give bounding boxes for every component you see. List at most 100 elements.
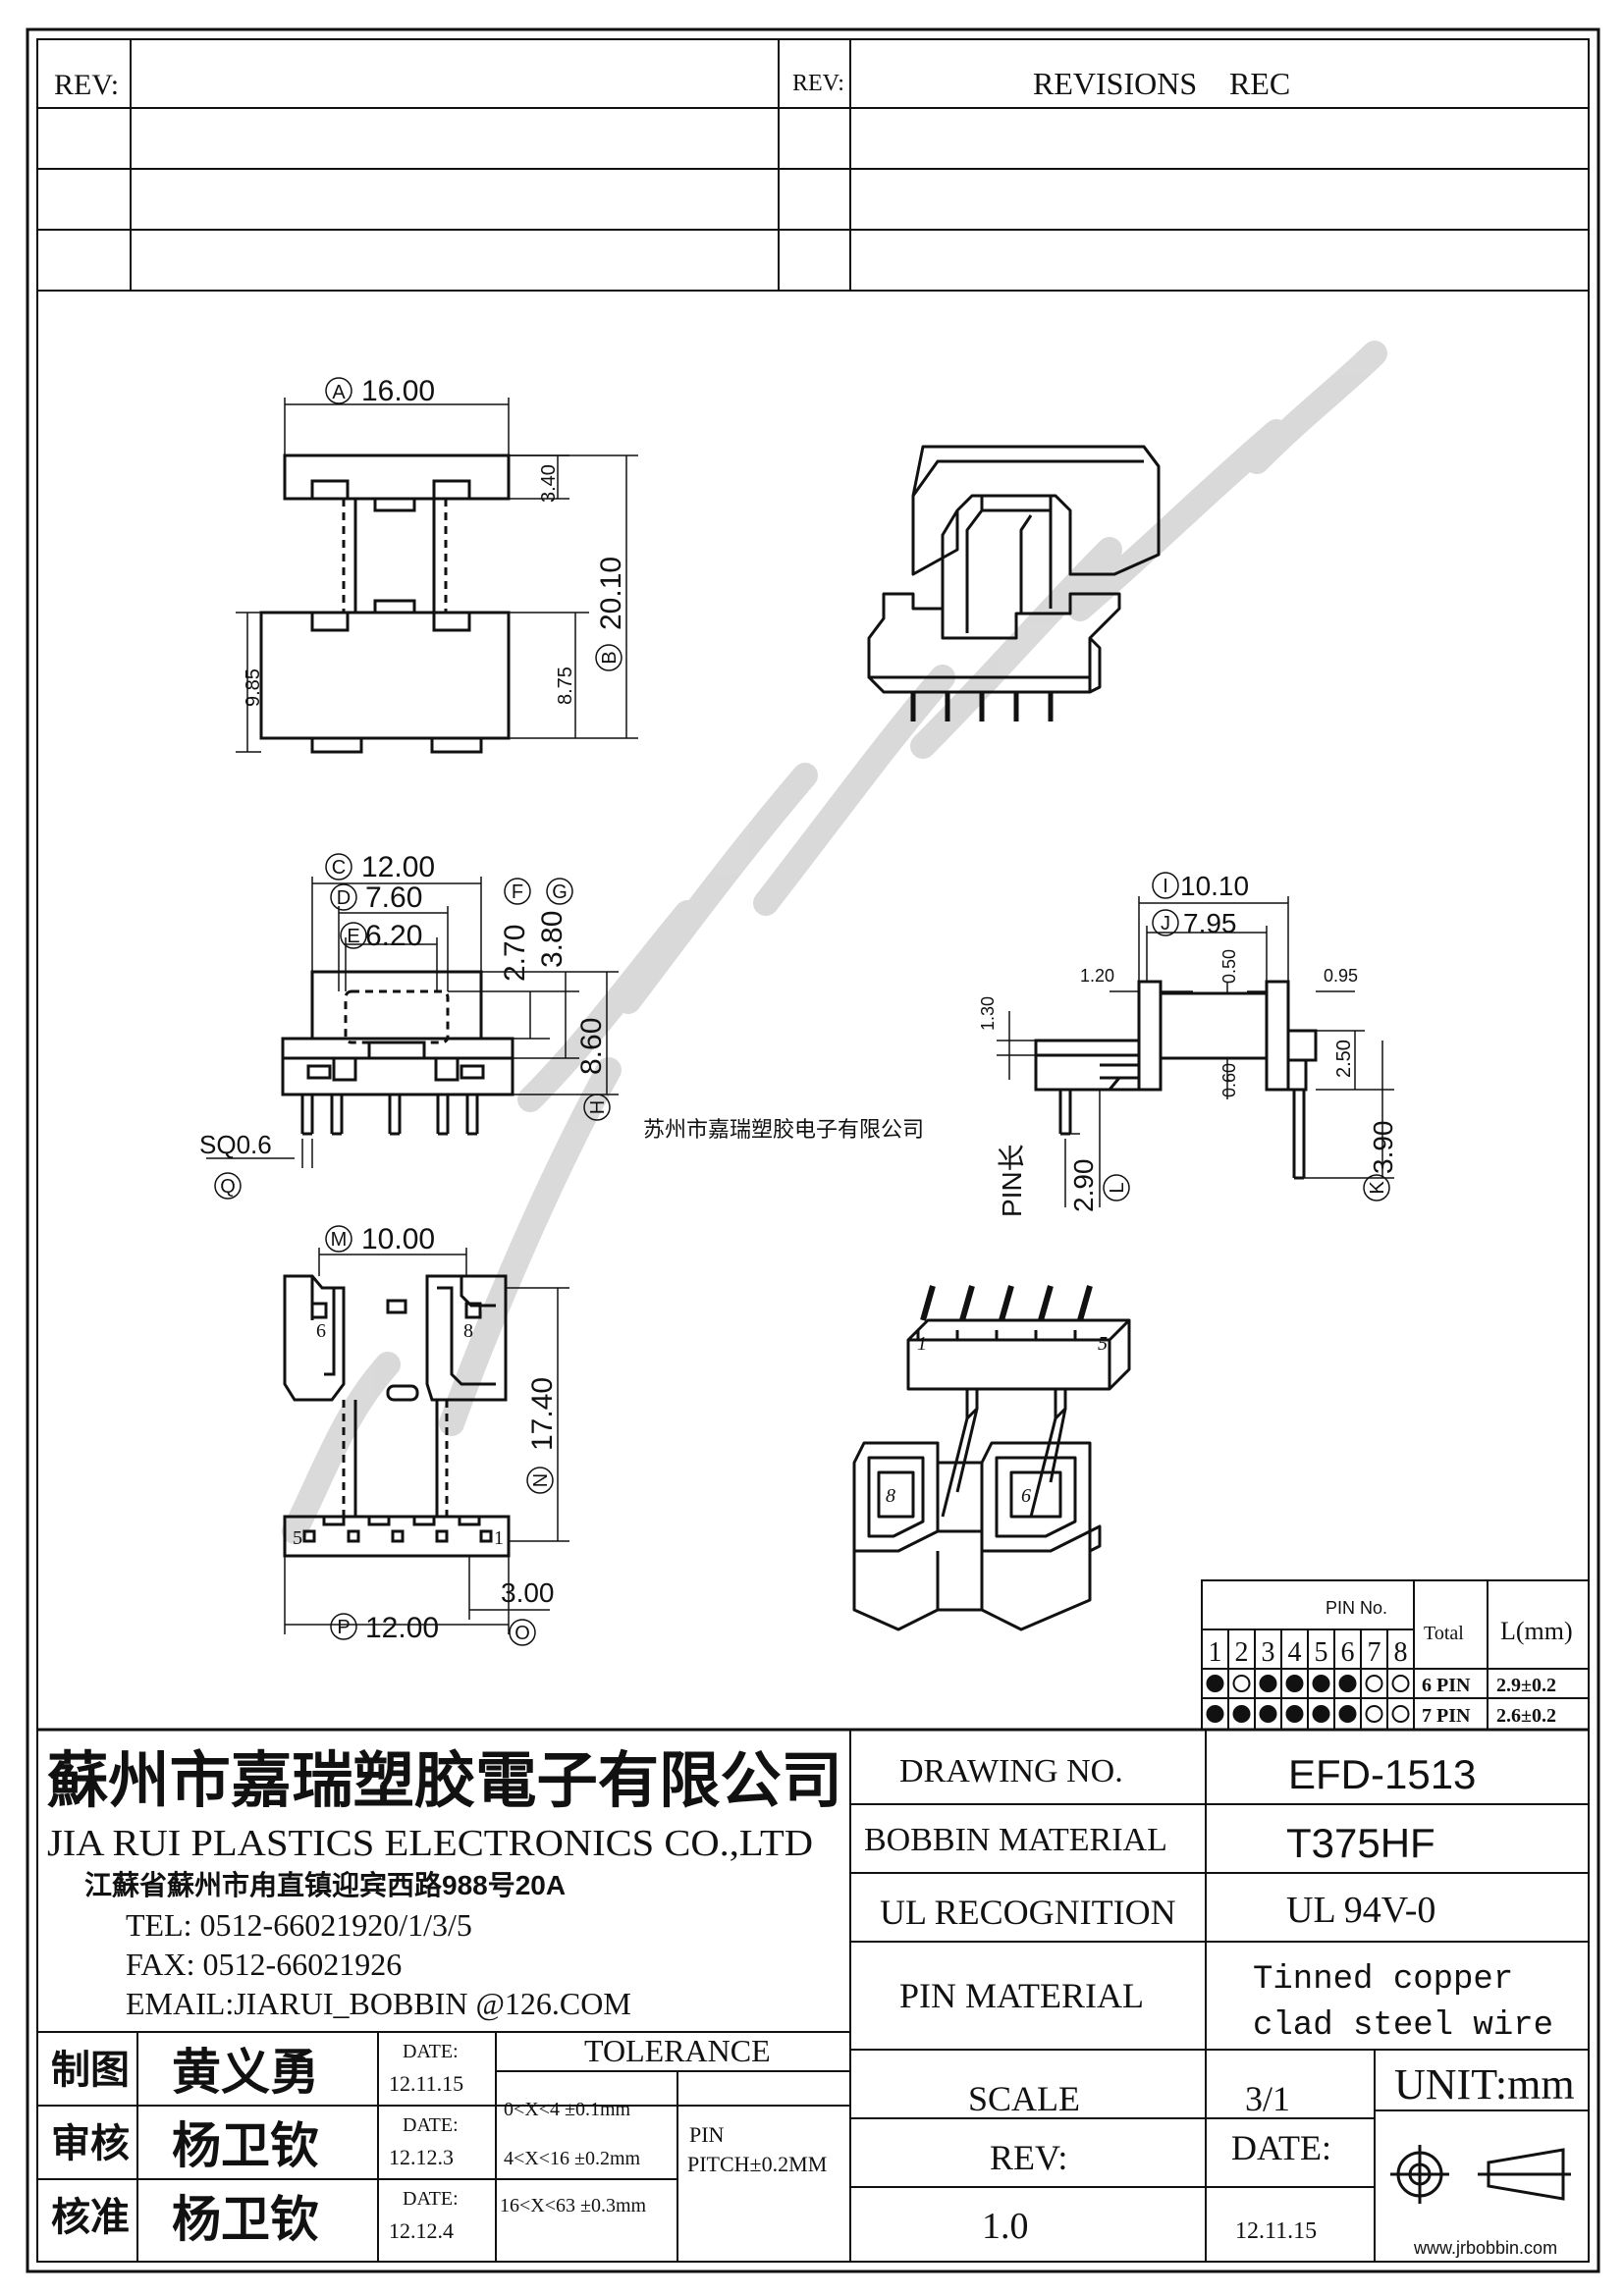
tolerance-pitch: PITCH±0.2MM xyxy=(687,2152,827,2176)
svg-text:D: D xyxy=(337,887,351,909)
svg-text:E: E xyxy=(347,926,359,947)
pin-table-header: PIN No. xyxy=(1326,1598,1387,1618)
dim-top-flange: 3.40 xyxy=(538,464,560,503)
svg-text:O: O xyxy=(514,1623,530,1644)
svg-text:7.60: 7.60 xyxy=(365,881,422,914)
watermark xyxy=(282,341,1387,1544)
date-value: 12.11.15 xyxy=(1235,2218,1317,2244)
signoff-date-label-1: DATE: xyxy=(403,2041,459,2062)
drawing-no-label: DRAWING NO. xyxy=(899,1753,1123,1789)
dim-right-height: 8.75 xyxy=(555,667,576,705)
dim-C: C 12.00 xyxy=(325,851,435,883)
top-view-dims xyxy=(284,1248,569,1634)
pin-dot-row1-pin2 xyxy=(1232,1675,1251,1692)
iso-pin-label-8: 8 xyxy=(886,1485,895,1507)
signoff-role-2: 审核 xyxy=(51,2122,130,2165)
pin-table xyxy=(1201,1579,1590,1731)
dim-J: J 7.95 xyxy=(1152,908,1237,938)
company-name-en: JIA RUI PLASTICS ELECTRONICS CO.,LTD xyxy=(47,1823,813,1864)
svg-text:J: J xyxy=(1161,913,1170,934)
tolerance-line-2: 4<X<16 ±0.2mm xyxy=(504,2148,641,2169)
tolerance-pin-label: PIN xyxy=(689,2122,725,2147)
ul-recognition-label: UL RECOGNITION xyxy=(880,1893,1176,1932)
dim-B: 20.10 B xyxy=(595,557,627,671)
dim-M: M 10.00 xyxy=(325,1223,435,1255)
iso-pin-label-6: 6 xyxy=(1021,1485,1031,1507)
title-block-lines xyxy=(37,1728,1589,2262)
dim-side-130: 1.30 xyxy=(978,996,998,1031)
signoff-role-1: 制图 xyxy=(51,2049,130,2092)
dim-O: 3.00 O xyxy=(501,1577,555,1646)
pin-dot-row1-pin6 xyxy=(1338,1675,1357,1692)
bobbin-material-label: BOBBIN MATERIAL xyxy=(864,1822,1167,1858)
svg-text:12.00: 12.00 xyxy=(361,851,435,883)
pin-number-1: 1 xyxy=(1209,1637,1222,1668)
dim-E: E 6.20 xyxy=(340,920,422,952)
svg-text:12.00: 12.00 xyxy=(365,1612,439,1644)
dim-A: A 16.00 xyxy=(325,375,435,407)
pin-dot-row1-pin8 xyxy=(1391,1675,1410,1692)
tolerance-title: TOLERANCE xyxy=(584,2033,771,2068)
pin-dot-row1-pin5 xyxy=(1312,1675,1330,1692)
pin-table-length-label: L(mm) xyxy=(1500,1617,1573,1645)
svg-text:10.00: 10.00 xyxy=(361,1223,435,1255)
signoff-name-3: 杨卫钦 xyxy=(172,2192,319,2247)
pin-dot-row2-pin3 xyxy=(1259,1705,1277,1723)
pin-dot-row2-pin5 xyxy=(1312,1705,1330,1723)
svg-text:H: H xyxy=(587,1100,609,1114)
dim-side-120: 1.20 xyxy=(1080,966,1114,986)
svg-text:2.90: 2.90 xyxy=(1068,1159,1099,1213)
signoff-date-label-2: DATE: xyxy=(403,2114,459,2136)
rec-label: REC xyxy=(1229,66,1290,101)
pin-number-6: 6 xyxy=(1341,1637,1355,1668)
isometric-view-1 xyxy=(867,445,1161,721)
date-label: DATE: xyxy=(1231,2128,1331,2167)
tolerance-line-3: 16<X<63 ±0.3mm xyxy=(500,2195,647,2216)
svg-text:I: I xyxy=(1163,876,1168,897)
pin-length-label: PIN长 xyxy=(997,1144,1027,1217)
pin-number-3: 3 xyxy=(1262,1637,1275,1668)
rev-label-left: REV: xyxy=(54,69,119,101)
revision-table xyxy=(37,39,1589,292)
iso-pin-label-5: 5 xyxy=(1098,1333,1108,1355)
company-fax: FAX: 0512-66021926 xyxy=(126,1947,402,1982)
svg-text:M: M xyxy=(331,1229,348,1251)
pin-material-value-2: clad steel wire xyxy=(1253,2007,1553,2045)
dim-D: D 7.60 xyxy=(330,881,422,914)
sheet-frame xyxy=(26,27,1600,2273)
pin-total-1: 6 PIN xyxy=(1422,1675,1471,1696)
side-view xyxy=(1034,980,1318,1180)
dim-side-060: 0.60 xyxy=(1219,1063,1239,1097)
pin-number-2: 2 xyxy=(1235,1637,1249,1668)
signoff-name-2: 杨卫钦 xyxy=(172,2118,319,2173)
signoff-date-1: 12.11.15 xyxy=(389,2071,463,2096)
svg-text:3.00: 3.00 xyxy=(501,1577,555,1608)
svg-text:8.60: 8.60 xyxy=(575,1018,608,1075)
pin-dot-row1-pin3 xyxy=(1259,1675,1277,1692)
dim-I: I 10.10 xyxy=(1152,871,1249,901)
dim-Q: SQ0.6 Q xyxy=(199,1130,272,1200)
unit-label: UNIT:mm xyxy=(1394,2060,1575,2109)
svg-text:P: P xyxy=(337,1617,350,1638)
pin-label-1: 1 xyxy=(494,1527,504,1549)
pin-dot-row2-pin8 xyxy=(1391,1705,1410,1723)
pin-dot-row2-pin2 xyxy=(1232,1705,1251,1723)
pin-label-5: 5 xyxy=(293,1527,302,1549)
rev-value: 1.0 xyxy=(982,2206,1029,2247)
svg-text:L: L xyxy=(1107,1182,1128,1193)
footer-url: www.jrbobbin.com xyxy=(1413,2238,1557,2258)
svg-text:20.10: 20.10 xyxy=(595,557,627,630)
signoff-date-3: 12.12.4 xyxy=(389,2218,454,2243)
pin-length-1: 2.9±0.2 xyxy=(1496,1675,1556,1696)
drawing-no-value: EFD-1513 xyxy=(1288,1751,1476,1797)
svg-text:Q: Q xyxy=(220,1176,236,1198)
company-tel: TEL: 0512-66021920/1/3/5 xyxy=(126,1907,472,1943)
pin-number-5: 5 xyxy=(1315,1637,1328,1668)
svg-text:F: F xyxy=(512,881,523,903)
svg-text:3.80: 3.80 xyxy=(536,911,568,968)
front-view-2-dims xyxy=(206,877,619,1168)
svg-text:10.10: 10.10 xyxy=(1180,871,1249,901)
